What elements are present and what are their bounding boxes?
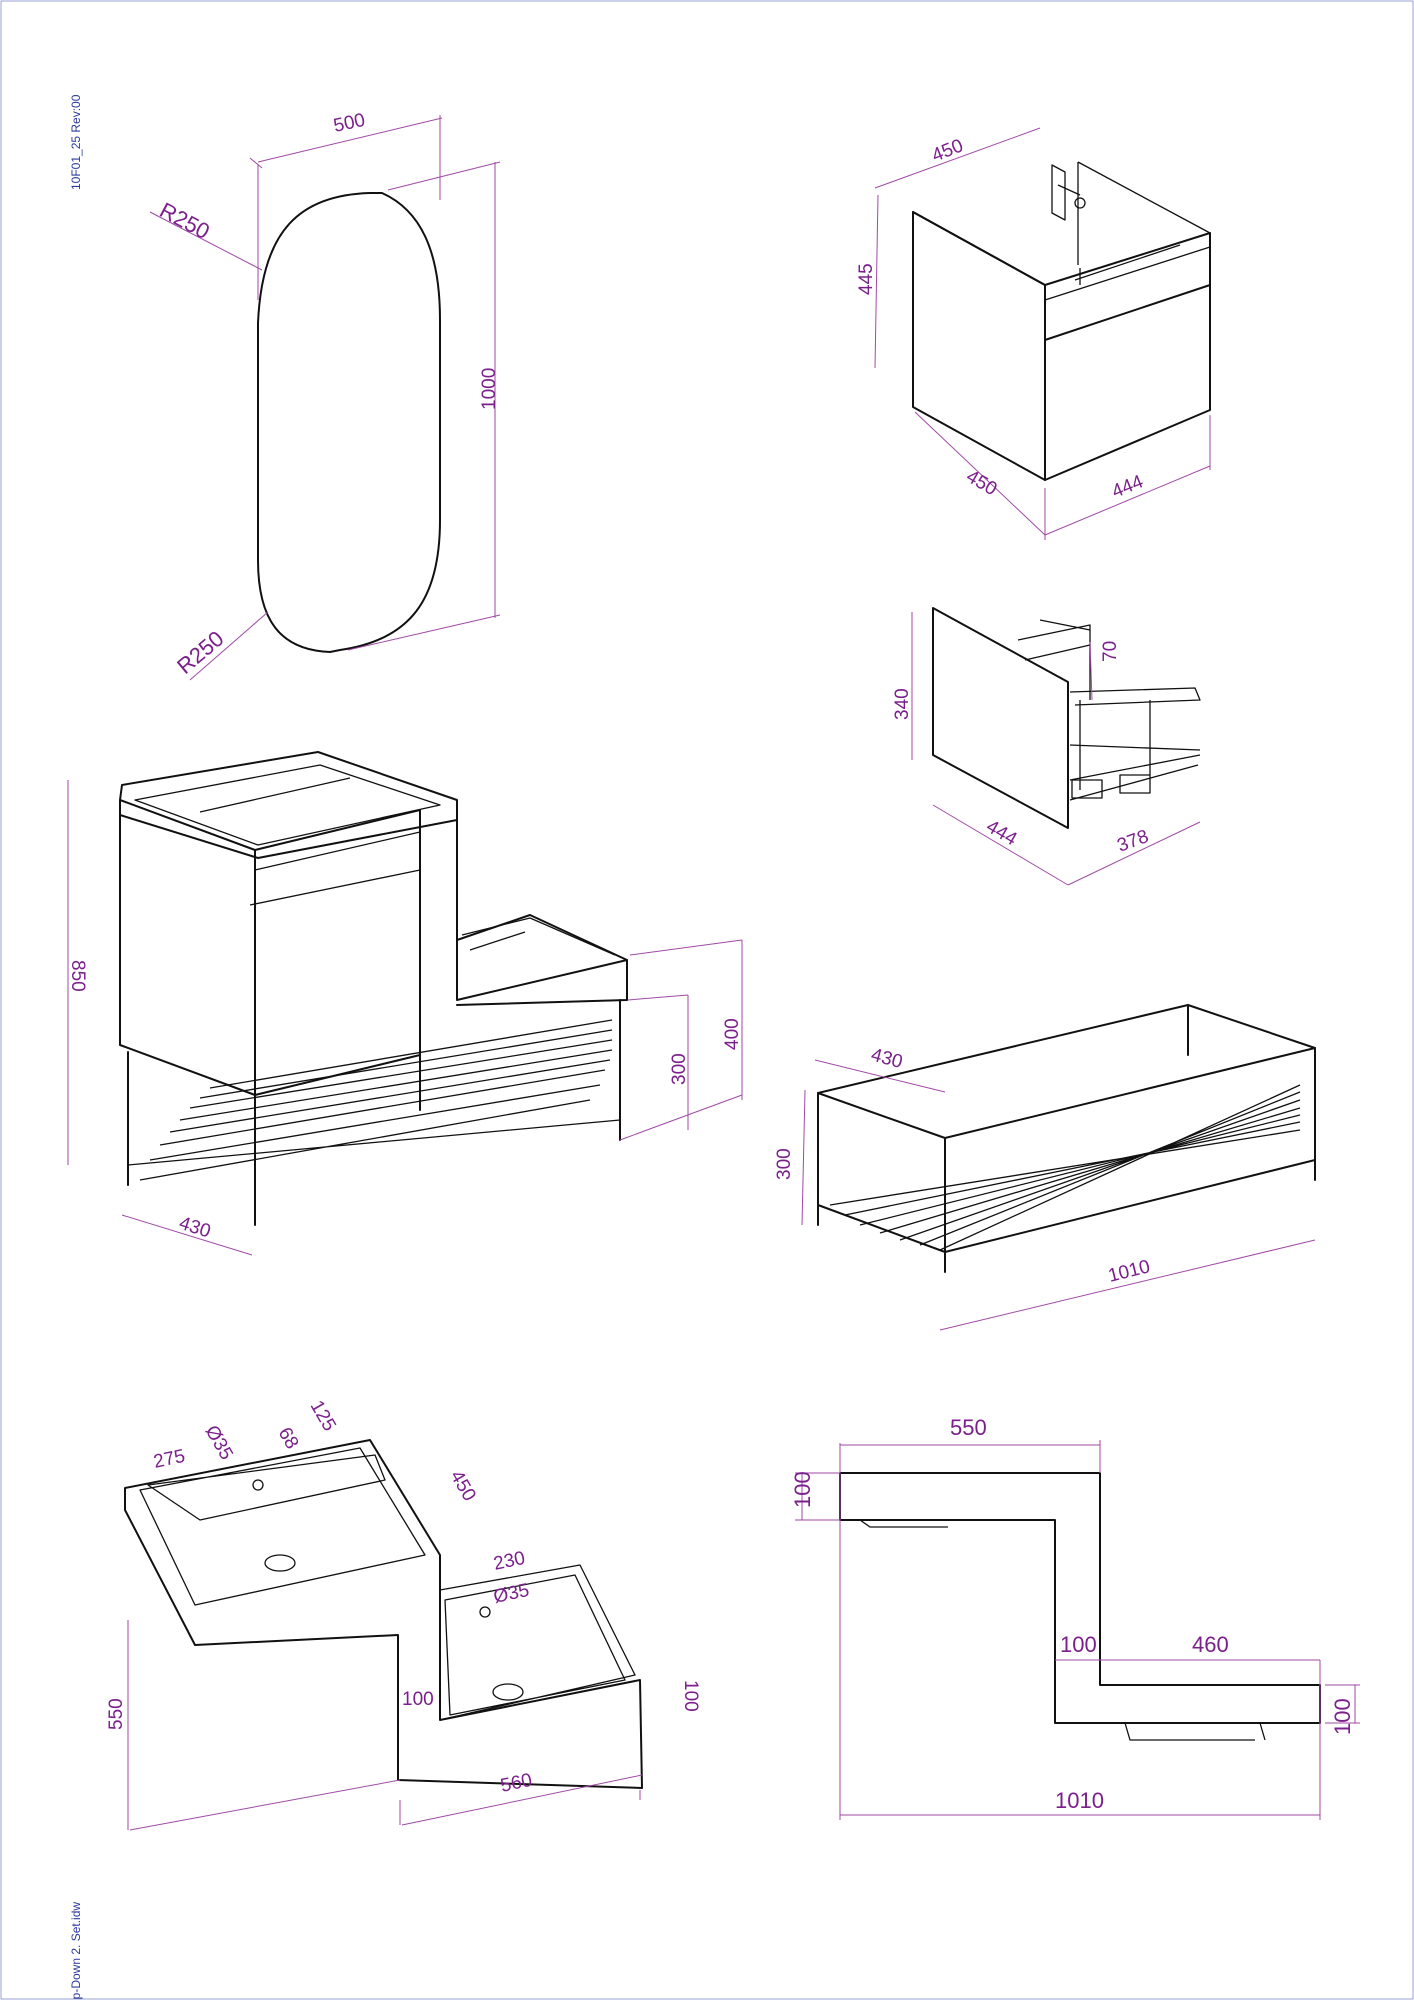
front-mid: 100	[1060, 1632, 1097, 1657]
drawer-height: 340	[892, 688, 913, 720]
vanity-total: 400	[722, 1018, 743, 1050]
mirror-height: 1000	[479, 368, 500, 410]
basin-d230: 230	[492, 1548, 527, 1575]
frame-depth: 430	[869, 1045, 905, 1073]
drawer-view: 340 70 444 378	[892, 607, 1201, 886]
vanity-frame-height: 300	[669, 1053, 690, 1085]
frame-length: 1010	[1106, 1256, 1152, 1287]
drawer-depth: 444	[983, 816, 1021, 850]
front-top: 550	[950, 1415, 987, 1440]
file-name: Up-Down 2. Set.idw	[69, 1902, 83, 2000]
cabinet-width: 444	[1109, 471, 1147, 503]
cabinet-side-dim: 445	[856, 263, 877, 295]
basin-hole2: Ø35	[492, 1580, 532, 1608]
vanity-height: 850	[67, 960, 88, 992]
doc-code: 10F01_25 Rev:00	[69, 94, 83, 190]
mirror-outline	[257, 192, 441, 653]
mirror-width: 500	[332, 110, 367, 137]
basin-d450: 450	[446, 1467, 480, 1505]
cabinet-front	[1044, 232, 1211, 481]
mirror-view: 500 1000 R250 R250	[149, 110, 501, 681]
cabinet-side	[912, 211, 1046, 481]
drawer-width: 378	[1115, 826, 1152, 857]
front-thick: 100	[1330, 1698, 1355, 1735]
front-left: 100	[790, 1471, 815, 1508]
basin-d275: 275	[152, 1446, 187, 1473]
basin-hole1: Ø35	[201, 1422, 237, 1464]
basin-d560: 560	[499, 1770, 534, 1797]
frame-height: 300	[774, 1148, 795, 1180]
cabinet-view: 450 445 450 444	[856, 127, 1211, 540]
basin-d550: 550	[106, 1698, 127, 1730]
mirror-radius-top: R250	[156, 197, 214, 244]
basin-iso-view: 275 Ø35 68 125 450 230 Ø35 100 100 550 5…	[106, 1397, 701, 1831]
drawer-front	[932, 607, 1069, 829]
basin-d125: 125	[306, 1397, 340, 1435]
drawer-inner: 70	[1100, 641, 1121, 662]
cabinet-top: 450	[929, 135, 966, 166]
vanity-set-view: 850 430 300 400	[67, 751, 743, 1256]
cabinet-depth: 450	[963, 466, 1001, 500]
frame-view: 430 300 1010	[774, 1004, 1316, 1331]
vanity-depth: 430	[176, 1213, 213, 1243]
basin-front-view: 550 100 100 460 100 1010	[790, 1415, 1360, 1820]
basin-d68: 68	[274, 1424, 303, 1453]
basin-d100b: 100	[680, 1680, 701, 1712]
front-total: 1010	[1055, 1788, 1104, 1813]
front-right: 460	[1192, 1632, 1229, 1657]
basin-d100a: 100	[402, 1689, 434, 1710]
